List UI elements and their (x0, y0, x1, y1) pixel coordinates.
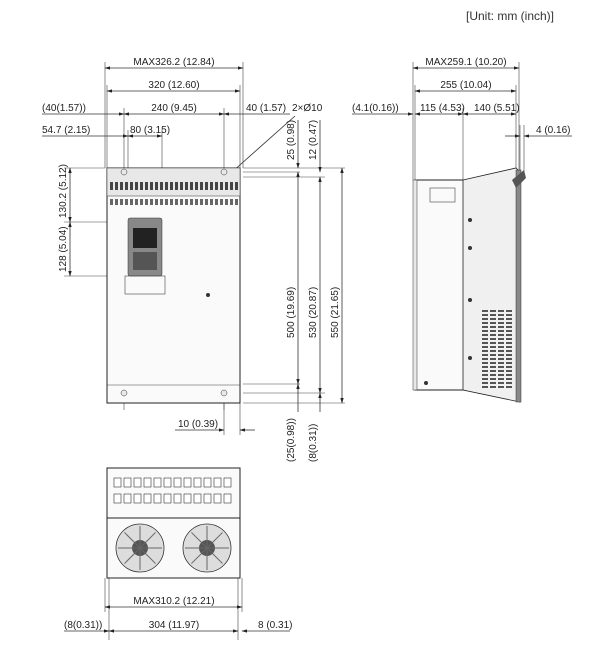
front-bottom-margin-b-label: (8(0.31)) (308, 424, 319, 462)
side-depth-label: 255 (10.04) (440, 80, 491, 91)
front-total-height-label: 530 (20.87) (308, 287, 319, 338)
front-keypad-top-label: 130.2 (5.12) (58, 164, 69, 218)
mount-hole-right-icon (220, 168, 228, 176)
front-left-edge-label: (40(1.57)) (42, 103, 86, 114)
side-view: MAX259.1 (10.20) 255 (10.04) (4.1(0.16))… (352, 57, 572, 403)
unit-label: [Unit: mm (inch)] (466, 9, 554, 23)
front-left-offset-label: 54.7 (2.15) (42, 125, 90, 136)
cooling-fans (115, 523, 232, 573)
front-holes-label: 2×Ø10 (292, 103, 323, 114)
bottom-terminal-block (106, 467, 241, 519)
front-top-margin-b-label: 12 (0.47) (308, 120, 319, 160)
front-hole-height-label: 500 (19.69) (286, 287, 297, 338)
front-keypad-height-label: 128 (5.04) (58, 226, 69, 272)
front-right-edge-label: 40 (1.57) (246, 103, 286, 114)
side-rear-depth-label: 140 (5.51) (474, 103, 520, 114)
front-max-width-label: MAX326.2 (12.84) (133, 57, 214, 68)
mount-hole-left-icon (120, 168, 128, 176)
front-enclosure (106, 167, 241, 404)
side-vent-slots (482, 310, 512, 388)
bottom-width-label: 304 (11.97) (149, 620, 199, 631)
terminal-screws (113, 477, 232, 504)
front-width-label: 320 (12.60) (148, 80, 199, 91)
front-bottom-offset-label: 10 (0.39) (178, 419, 218, 430)
front-screw-icon (206, 293, 210, 297)
front-keypad-width-label: 80 (3.15) (130, 125, 170, 136)
side-max-depth-label: MAX259.1 (10.20) (425, 57, 506, 68)
bottom-left-edge-label: (8(0.31)) (64, 620, 102, 631)
bottom-max-width-label: MAX310.2 (12.21) (133, 596, 214, 607)
side-front-depth-label: 115 (4.53) (420, 103, 465, 114)
front-vent-slots (110, 182, 238, 205)
front-overall-height-label: 550 (21.65) (330, 287, 341, 338)
side-left-edge-label: (4.1(0.16)) (352, 103, 399, 114)
front-top-margin-a-label: 25 (0.98) (286, 120, 297, 160)
front-view: MAX326.2 (12.84) 320 (12.60) (40(1.57)) … (42, 57, 345, 462)
front-hole-pitch-label: 240 (9.45) (151, 103, 197, 114)
bottom-view: MAX310.2 (12.21) (8(0.31)) 304 (11.97) 8… (64, 467, 292, 640)
side-flange-label: 4 (0.16) (536, 125, 570, 136)
front-bottom-margin-a-label: (25(0.98)) (286, 418, 297, 462)
bottom-right-edge-label: 8 (0.31) (258, 620, 292, 631)
